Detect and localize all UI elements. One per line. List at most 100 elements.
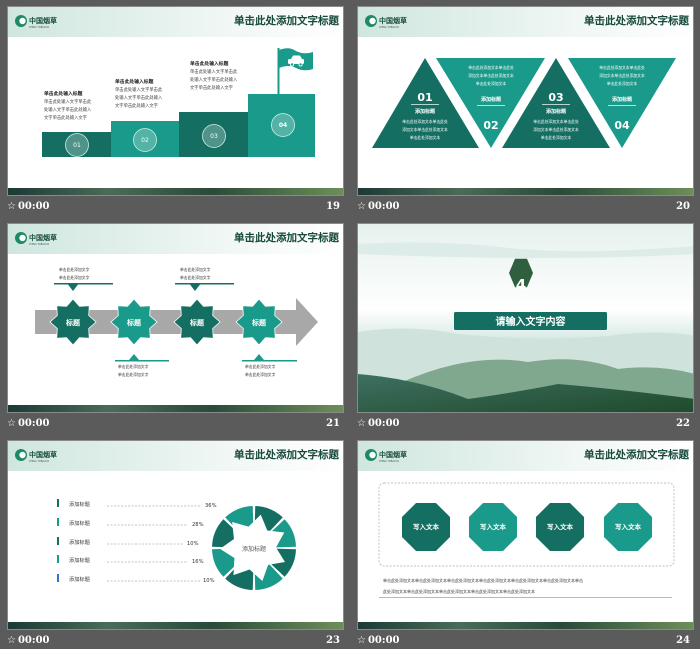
dashed-box [378, 482, 675, 567]
svg-text:单击此处添加文字: 单击此处添加文字 [118, 364, 149, 369]
octagon [535, 502, 585, 552]
star-shape [49, 298, 97, 346]
svg-text:单击此处输入文字单击此: 单击此处输入文字单击此 [190, 68, 238, 75]
slide-number: 20 [676, 201, 690, 212]
svg-text:文字单击此处输入文字: 文字单击此处输入文字 [190, 84, 233, 91]
triangle-diagram: 01 添加标题 单击此处添加文本单击此处添加文本单击此处添加文本单击此处添加文本… [372, 58, 676, 148]
slide-timing-20: ☆00:00 [357, 201, 400, 212]
slide-header: 中国烟草 CHINA TOBACCO 单击此处添加文字标题 [8, 7, 343, 37]
slide-thumbnail-20[interactable]: 中国烟草 CHINA TOBACCO 单击此处添加文字标题 01 添加标题 单击… [357, 6, 694, 196]
svg-text:单击此处添加文字: 单击此处添加文字 [245, 372, 276, 377]
slide-title: 单击此处添加文字标题 [584, 14, 689, 27]
svg-text:中国烟草: 中国烟草 [29, 450, 57, 459]
svg-text:单击此处添加文本单击此处: 单击此处添加文本单击此处 [468, 65, 514, 70]
slide-thumbnail-19[interactable]: 中国烟草 CHINA TOBACCO 单击此处添加文字标题 01 02 03 0… [7, 6, 344, 196]
octagon [401, 502, 451, 552]
octagon [603, 502, 653, 552]
star-icon: ☆ [7, 418, 16, 429]
percent-value: 10% [203, 578, 215, 584]
star-icon: ☆ [357, 201, 366, 212]
svg-text:单击此处添加文字: 单击此处添加文字 [245, 364, 276, 369]
forest-strip [358, 188, 693, 195]
slide-thumbnail-24[interactable]: 中国烟草 CHINA TOBACCO 单击此处添加文字标题 写入文本 写入文本 … [357, 440, 694, 630]
star-icon: ☆ [7, 201, 16, 212]
star-label: 标题 [126, 318, 142, 327]
mountains [358, 374, 693, 412]
slide-title: 单击此处添加文字标题 [234, 231, 339, 244]
svg-text:文字单击此处输入文字: 文字单击此处输入文字 [44, 114, 87, 121]
inner-star [220, 514, 285, 581]
svg-text:添加标题: 添加标题 [69, 556, 90, 564]
percent-value: 28% [192, 522, 204, 528]
slide-header: 中国烟草 CHINA TOBACCO 单击此处添加文字标题 [8, 441, 343, 471]
svg-text:添加标题: 添加标题 [69, 519, 90, 527]
star-shape [173, 298, 221, 346]
forest-strip [8, 622, 343, 629]
svg-text:单击此处添加文字: 单击此处添加文字 [180, 275, 211, 280]
svg-text:单击此处添加文本单击此处: 单击此处添加文本单击此处 [533, 119, 579, 124]
step-3 [179, 112, 248, 157]
slide-timing-23: ☆00:00 [7, 635, 50, 646]
slide-timing-21: ☆00:00 [7, 418, 50, 429]
triangle-03 [502, 58, 610, 148]
octagon-label: 写入文本 [480, 522, 507, 531]
svg-text:添加文本单击此处添加文本: 添加文本单击此处添加文本 [402, 127, 448, 132]
step-number: 04 [279, 122, 287, 129]
svg-text:添加标题: 添加标题 [69, 538, 90, 546]
step-number: 03 [210, 133, 218, 140]
slide-title: 单击此处添加文字标题 [234, 14, 339, 27]
star-icon: ☆ [7, 635, 16, 646]
flag-pole [277, 48, 280, 95]
star-ring [212, 506, 296, 590]
paragraph-line: 单击此处添加文本单击此处添加文本单击此处添加文本单击此处添加文本单击此处添加文本… [383, 577, 583, 583]
slide-timing-22: ☆00:00 [357, 418, 400, 429]
svg-text:03: 03 [548, 91, 563, 104]
step-number: 02 [141, 137, 149, 144]
svg-text:CHINA TOBACCO: CHINA TOBACCO [29, 243, 49, 246]
svg-text:添加文本单击此处添加文本: 添加文本单击此处添加文本 [599, 73, 645, 78]
slide-thumbnail-21[interactable]: 中国烟草 CHINA TOBACCO 单击此处添加文字标题 标题 标题 标题 标… [7, 223, 344, 413]
star-icon: ☆ [357, 635, 366, 646]
logo-subtext: CHINA TOBACCO [29, 26, 49, 29]
svg-text:单击此处添加文本: 单击此处添加文本 [410, 135, 441, 140]
svg-text:单击此处添加文本: 单击此处添加文本 [476, 81, 507, 86]
octagon [468, 502, 518, 552]
paragraph-line: 此处添加文本单击此处添加文本单击此处添加文本单击此处添加文本单击此处添加文本 [383, 588, 535, 594]
star-shape [235, 298, 283, 346]
svg-text:02: 02 [483, 119, 498, 132]
svg-text:CHINA TOBACCO: CHINA TOBACCO [379, 460, 399, 463]
slide-header: 中国烟草 CHINA TOBACCO 单击此处添加文字标题 [358, 441, 693, 471]
star-shape [110, 298, 158, 346]
slide-thumbnail-23[interactable]: 中国烟草 CHINA TOBACCO 单击此处添加文字标题 添加标题添加标题添加… [7, 440, 344, 630]
svg-text:单击此处添加文本单击此处: 单击此处添加文本单击此处 [402, 119, 448, 124]
svg-text:单击此处添加文本: 单击此处添加文本 [541, 135, 572, 140]
triangle-02 [436, 58, 545, 148]
svg-text:CHINA TOBACCO: CHINA TOBACCO [379, 26, 399, 29]
slide-number: 21 [326, 418, 340, 429]
forest-strip [358, 622, 693, 629]
percent-value: 36% [205, 503, 217, 509]
svg-text:添加标题: 添加标题 [612, 96, 633, 103]
section-hexagon [509, 258, 533, 288]
slide-title: 单击此处添加文字标题 [234, 448, 339, 461]
svg-text:中国烟草: 中国烟草 [379, 16, 407, 25]
slide-header: 中国烟草 CHINA TOBACCO 单击此处添加文字标题 [358, 7, 693, 37]
slide-timing-24: ☆00:00 [357, 635, 400, 646]
step-4 [248, 94, 315, 157]
slide-title: 单击此处添加文字标题 [584, 448, 689, 461]
svg-text:CHINA TOBACCO: CHINA TOBACCO [29, 460, 49, 463]
percent-value: 16% [192, 559, 204, 565]
svg-text:中国烟草: 中国烟草 [379, 450, 407, 459]
step-heading: 单击此处输入标题 [115, 78, 154, 85]
section-number: 4 [516, 276, 526, 294]
forest-strip [8, 405, 343, 412]
svg-text:添加文本单击此处添加文本: 添加文本单击此处添加文本 [533, 127, 579, 132]
slide-number: 19 [326, 201, 340, 212]
slide-thumbnail-22[interactable]: 4 请输入文字内容 [357, 223, 694, 413]
star-label: 标题 [251, 318, 267, 327]
svg-text:处输入文字单击此处输入: 处输入文字单击此处输入 [115, 94, 163, 101]
svg-text:单击此处添加文字: 单击此处添加文字 [59, 267, 90, 272]
svg-text:处输入文字单击此处输入: 处输入文字单击此处输入 [44, 106, 92, 113]
